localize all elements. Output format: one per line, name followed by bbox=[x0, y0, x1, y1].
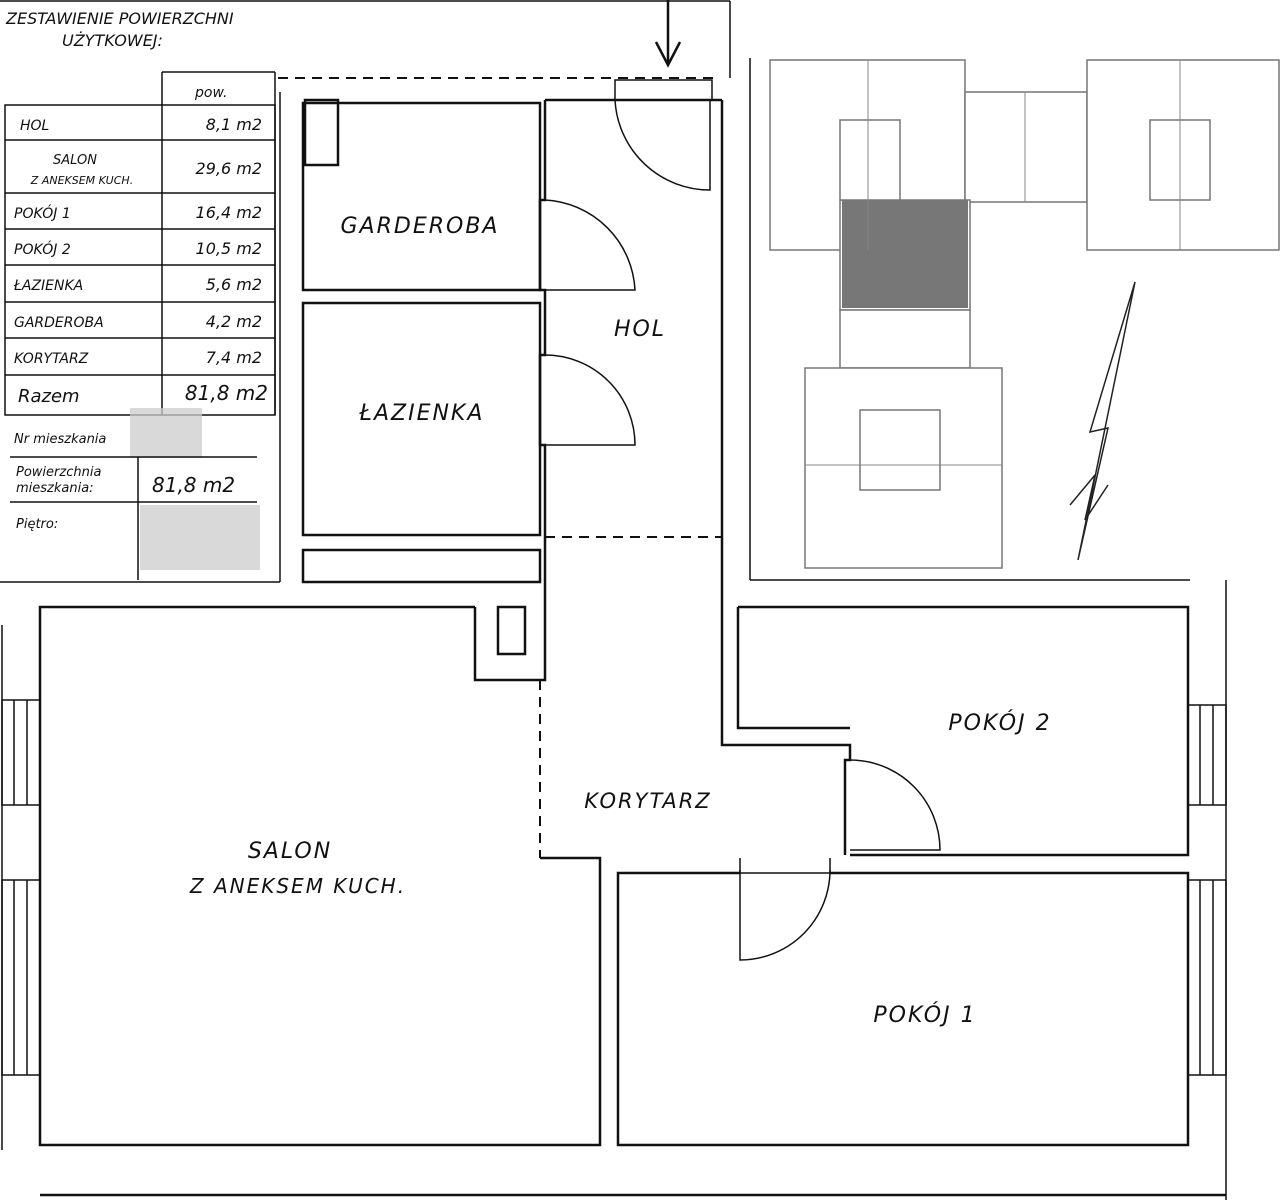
label-salon-2: Z ANEKSEM KUCH. bbox=[189, 874, 406, 898]
shaft bbox=[496, 605, 527, 656]
door-swing bbox=[614, 99, 711, 191]
shaft bbox=[303, 98, 340, 167]
label-pokoj-1: POKÓJ 1 bbox=[873, 1002, 976, 1028]
label-garderoba: GARDEROBA bbox=[341, 214, 500, 239]
door-swing bbox=[544, 199, 636, 291]
site-plan bbox=[749, 58, 1280, 581]
column-header: pow. bbox=[194, 85, 227, 101]
row-name: HOL bbox=[20, 118, 49, 134]
summary-title: ZESTAWIENIE POWIERZCHNI bbox=[5, 9, 234, 28]
redacted-apartment-no bbox=[130, 408, 202, 458]
row-area: 7,4 m2 bbox=[206, 348, 262, 367]
entrance-arrow-icon bbox=[654, 0, 682, 68]
apartment-area: 81,8 m2 bbox=[152, 473, 235, 497]
row-name: SALON bbox=[53, 153, 97, 168]
floor-label: Piętro: bbox=[16, 517, 58, 532]
apartment-area-label: Powierzchnia bbox=[16, 465, 101, 480]
row-name: KORYTARZ bbox=[14, 351, 89, 367]
row-name: POKÓJ 2 bbox=[14, 240, 71, 258]
apartment-no-label: Nr mieszkania bbox=[14, 432, 106, 447]
north-arrow-icon bbox=[1069, 281, 1136, 561]
total-label: Razem bbox=[18, 386, 80, 407]
shaft bbox=[301, 548, 542, 584]
row-area: 29,6 m2 bbox=[196, 159, 262, 178]
row-name: ŁAZIENKA bbox=[13, 278, 83, 294]
total-area: 81,8 m2 bbox=[185, 381, 268, 405]
row-area: 8,1 m2 bbox=[206, 115, 262, 134]
row-name: POKÓJ 1 bbox=[14, 204, 71, 222]
label-pokoj-2: POKÓJ 2 bbox=[948, 710, 1051, 736]
summary-title-2: UŻYTKOWEJ: bbox=[62, 31, 163, 50]
entry-door-frame bbox=[614, 79, 713, 101]
row-name: GARDEROBA bbox=[14, 315, 104, 331]
label-salon: SALON bbox=[248, 839, 332, 864]
hol-west-wall bbox=[473, 100, 547, 682]
door-swing bbox=[739, 869, 831, 961]
label-korytarz: KORYTARZ bbox=[584, 789, 711, 813]
windows bbox=[1, 699, 1227, 1076]
highlighted-apartment bbox=[842, 200, 968, 308]
label-lazienka: ŁAZIENKA bbox=[359, 401, 485, 426]
apartment-area-label-2: mieszkania: bbox=[16, 481, 94, 496]
label-hol: HOL bbox=[614, 317, 666, 342]
door-swing bbox=[544, 354, 636, 446]
summary-table: ZESTAWIENIE POWIERZCHNI UŻYTKOWEJ: pow. … bbox=[0, 9, 281, 583]
room-salon bbox=[38, 605, 602, 1147]
row-area: 16,4 m2 bbox=[196, 203, 262, 222]
hol-east-wall bbox=[720, 100, 852, 855]
building-connector bbox=[964, 91, 1088, 203]
row-area: 10,5 m2 bbox=[196, 239, 262, 258]
row-area: 4,2 m2 bbox=[206, 312, 262, 331]
room-garderoba bbox=[301, 101, 542, 292]
room-pokoj-1 bbox=[616, 871, 1190, 1147]
row-name: Z ANEKSEM KUCH. bbox=[30, 174, 133, 187]
redacted-floor bbox=[140, 505, 260, 570]
row-area: 5,6 m2 bbox=[206, 275, 262, 294]
door-swing bbox=[849, 759, 941, 851]
